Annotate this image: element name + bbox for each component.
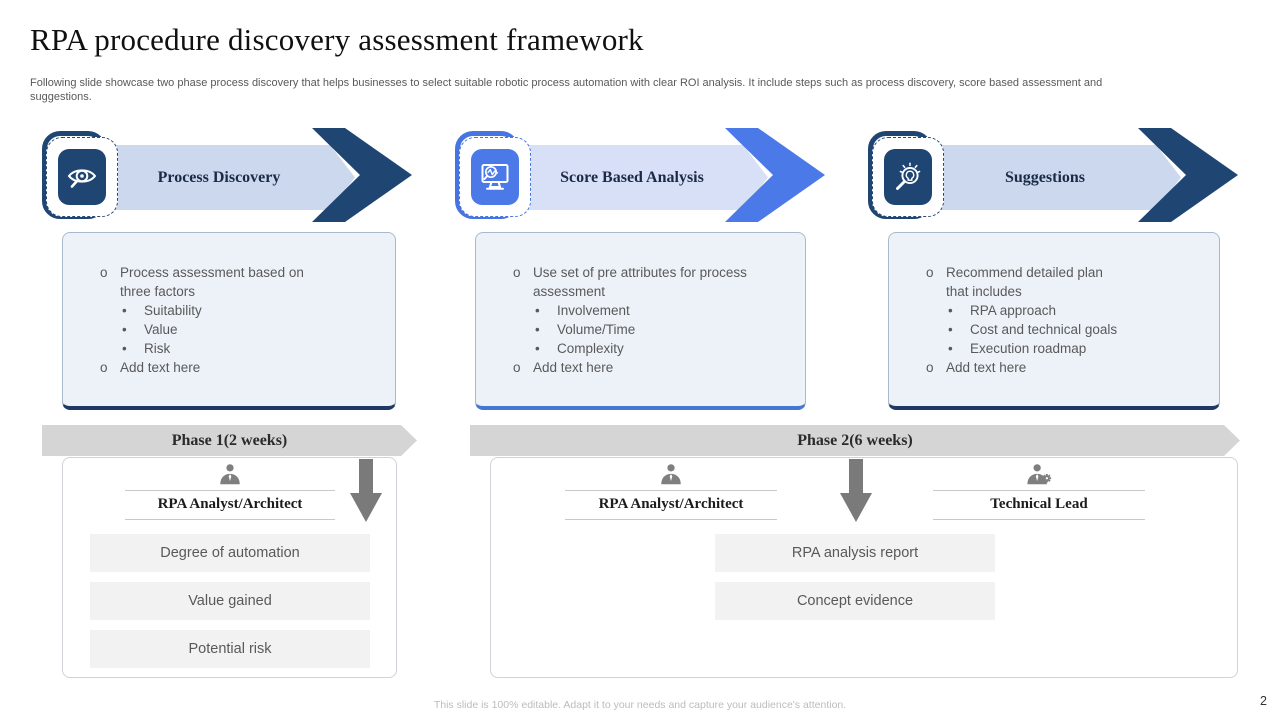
bullet-list-process-discovery: Process assessment based on three factor… (100, 263, 325, 377)
bullet-list-score-analysis: Use set of pre attributes for process as… (513, 263, 747, 377)
eye-magnifier-icon (58, 149, 106, 205)
dot-bullet-marker (535, 320, 557, 339)
list-item: Suitability (122, 301, 325, 320)
circle-bullet-marker (100, 263, 120, 282)
down-arrow-icon (840, 459, 872, 527)
role-technical-lead: Technical Lead (933, 460, 1145, 520)
step-icon-badge (459, 137, 531, 217)
step-icon-badge (46, 137, 118, 217)
step-label: Suggestions (1004, 168, 1086, 186)
down-arrow-icon (350, 459, 382, 527)
list-item: Recommend detailed plan that includes (926, 263, 1123, 301)
dot-bullet-marker (535, 301, 557, 320)
dot-bullet-marker (948, 339, 970, 358)
dot-bullet-marker (122, 301, 144, 320)
add-text-placeholder[interactable]: Add text here (100, 358, 325, 377)
phase1-label: Phase 1(2 weeks) (171, 431, 288, 449)
chevron-right-icon (725, 128, 825, 222)
phase2-bar: Phase 2(6 weeks) (470, 425, 1240, 456)
content-box-process-discovery (62, 232, 396, 410)
content-box-suggestions (888, 232, 1220, 410)
circle-bullet-marker (926, 358, 946, 377)
page-title: RPA procedure discovery assessment frame… (30, 22, 644, 57)
slide-subtitle: Following slide showcase two phase proce… (30, 77, 1103, 103)
role-label: RPA Analyst/Architect (125, 490, 335, 520)
page-number: 2 (1260, 694, 1267, 708)
add-text-placeholder[interactable]: Add text here (926, 358, 1123, 377)
deliverable-value-gained: Value gained (90, 582, 370, 620)
step-label: Score Based Analysis (560, 168, 704, 186)
role-rpa-analyst-architect-phase2: RPA Analyst/Architect (565, 460, 777, 520)
list-item: Complexity (535, 339, 747, 358)
step-label: Process Discovery (157, 168, 281, 186)
monitor-magnifier-icon (471, 149, 519, 205)
circle-bullet-marker (926, 263, 946, 282)
list-item: Risk (122, 339, 325, 358)
step-header-score-based-analysis[interactable]: Score Based Analysis (455, 128, 870, 222)
step-banner: Score Based Analysis (518, 145, 768, 210)
list-item: Involvement (535, 301, 747, 320)
step-banner: Suggestions (931, 145, 1181, 210)
step-header-process-discovery[interactable]: Process Discovery (42, 128, 457, 222)
step-banner: Process Discovery (105, 145, 355, 210)
person-gear-icon (933, 460, 1145, 488)
bulb-magnifier-icon (884, 149, 932, 205)
dot-bullet-marker (948, 320, 970, 339)
dot-bullet-marker (948, 301, 970, 320)
chevron-right-icon (312, 128, 412, 222)
step-icon-badge (872, 137, 944, 217)
deliverable-concept-evidence: Concept evidence (715, 582, 995, 620)
list-item: Execution roadmap (948, 339, 1123, 358)
editable-note: This slide is 100% editable. Adapt it to… (433, 699, 847, 711)
chevron-right-icon (1138, 128, 1238, 222)
phase2-label: Phase 2(6 weeks) (797, 431, 913, 449)
circle-bullet-marker (100, 358, 120, 377)
list-item: Use set of pre attributes for process as… (513, 263, 747, 301)
list-item: Value (122, 320, 325, 339)
role-label: RPA Analyst/Architect (565, 490, 777, 520)
dot-bullet-marker (535, 339, 557, 358)
list-item: RPA approach (948, 301, 1123, 320)
list-item: Cost and technical goals (948, 320, 1123, 339)
dot-bullet-marker (122, 320, 144, 339)
role-rpa-analyst-architect: RPA Analyst/Architect (125, 460, 335, 520)
person-icon (565, 460, 777, 488)
list-item: Volume/Time (535, 320, 747, 339)
circle-bullet-marker (513, 358, 533, 377)
deliverable-potential-risk: Potential risk (90, 630, 370, 668)
bullet-list-suggestions: Recommend detailed plan that includes RP… (926, 263, 1123, 377)
circle-bullet-marker (513, 263, 533, 282)
content-box-score-analysis (475, 232, 806, 410)
phase1-bar: Phase 1(2 weeks) (42, 425, 417, 456)
add-text-placeholder[interactable]: Add text here (513, 358, 747, 377)
person-icon (125, 460, 335, 488)
step-header-suggestions[interactable]: Suggestions (868, 128, 1280, 222)
list-item: Process assessment based on three factor… (100, 263, 325, 301)
role-label: Technical Lead (933, 490, 1145, 520)
deliverable-rpa-analysis-report: RPA analysis report (715, 534, 995, 572)
dot-bullet-marker (122, 339, 144, 358)
deliverable-degree-of-automation: Degree of automation (90, 534, 370, 572)
